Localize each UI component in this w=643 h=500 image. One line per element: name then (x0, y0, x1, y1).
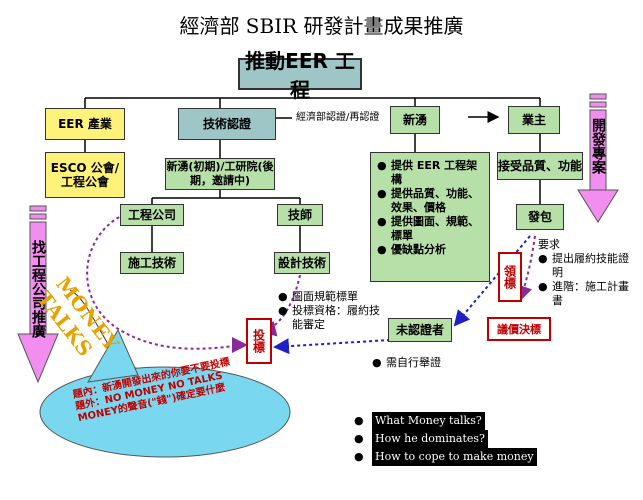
owner-requirements: 要求 ●提出履約技能證明 ●進階：施工計畫書 (538, 238, 629, 307)
technician-box: 技師 (277, 204, 323, 226)
contract-box: 發包 (516, 204, 564, 230)
question-list: ●What Money talks? ●How he dominates? ●H… (354, 412, 554, 466)
owner-box: 業主 (508, 106, 560, 134)
bid-items: ●圖面規範標單 ●投標資格：履約技能審定 (278, 290, 380, 331)
xinyong-details-box: ●提供 EER 工程架構 ●提供品質、功能、效果、價格 ●提供圖面、規範、標單 … (370, 152, 490, 282)
uncert-box: 未認證者 (388, 318, 452, 342)
construction-tech-box: 施工技術 (120, 252, 184, 274)
negotiate-box: 議價決標 (487, 317, 551, 341)
tech-cert-box: 技術認證 (178, 108, 276, 140)
accept-box: 接受品質、功能 (497, 152, 583, 180)
esco-box: ESCO 公會/工程公會 (45, 152, 125, 198)
right-arrow-text: 開發專案 (590, 118, 606, 174)
xinyong-gov-box: 新湧(初期)/工研院(後期，邀請中) (165, 158, 275, 190)
left-down-arrow (17, 205, 59, 384)
cert-note: 經濟部認證/再認證 (296, 112, 380, 123)
speech-bubble (39, 366, 291, 458)
self-cert-note: ●需自行舉證 (372, 356, 441, 369)
eng-company-box: 工程公司 (120, 204, 184, 226)
xinyong-top-box: 新湧 (390, 106, 440, 134)
left-arrow-text: 找工程公司推廣 (30, 240, 46, 338)
main-box: 推動EER 工程 (238, 49, 362, 102)
eer-industry-box: EER 產業 (45, 108, 125, 140)
right-down-arrow (577, 93, 619, 223)
page-title: 經濟部 SBIR 研發計畫成果推廣 (179, 14, 464, 38)
bid-box: 投標 (246, 318, 272, 364)
design-tech-box: 設計技術 (274, 252, 330, 274)
get-bid-box: 領標 (498, 252, 522, 302)
